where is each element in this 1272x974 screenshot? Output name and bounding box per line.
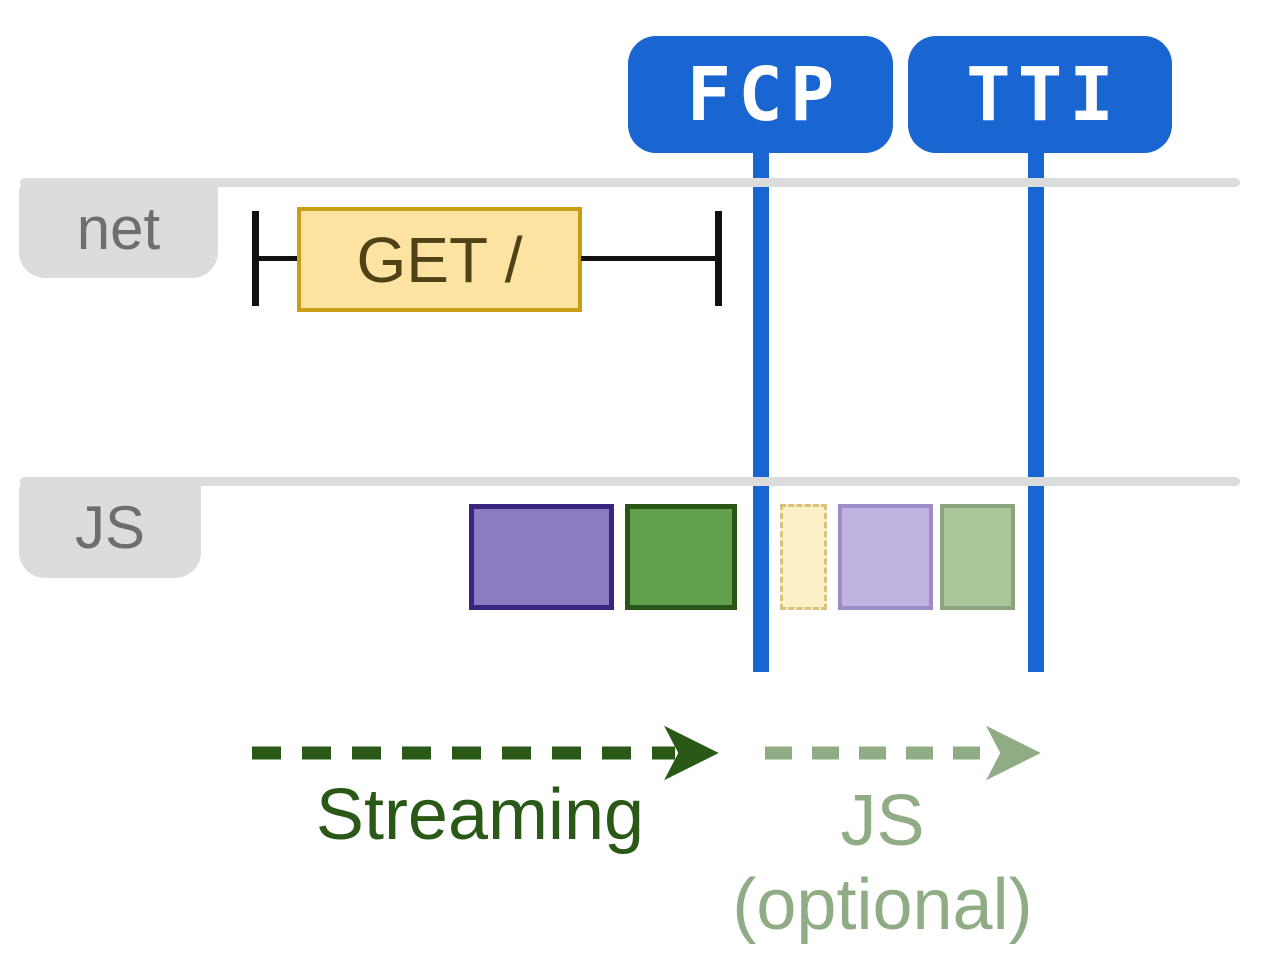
fcp-marker-line [753,151,769,672]
js-optional-phase-label: JS (optional) [690,780,1075,947]
js-task-yellow-faded [780,504,827,610]
tti-marker-badge: TTI [908,36,1172,153]
js-task-purple-faded [838,504,933,610]
js-task-purple-solid [469,504,614,610]
request-start-tick [252,211,259,306]
js-optional-label-sub: (optional) [732,864,1033,945]
js-task-green-faded [940,504,1015,610]
js-optional-label-main: JS [840,781,925,861]
streaming-phase-label: Streaming [315,775,645,855]
js-lane-label: JS [19,477,201,578]
net-lane-label: net [19,178,218,278]
js-task-green-solid [625,504,737,610]
network-request-box: GET / [297,207,582,312]
fcp-marker-badge: FCP [628,36,893,153]
request-right-whisker [581,256,716,261]
js-lane-line [20,477,1240,486]
tti-marker-line [1028,151,1044,672]
request-end-tick [715,211,722,306]
request-left-whisker [258,256,300,261]
net-lane-line [20,178,1240,187]
